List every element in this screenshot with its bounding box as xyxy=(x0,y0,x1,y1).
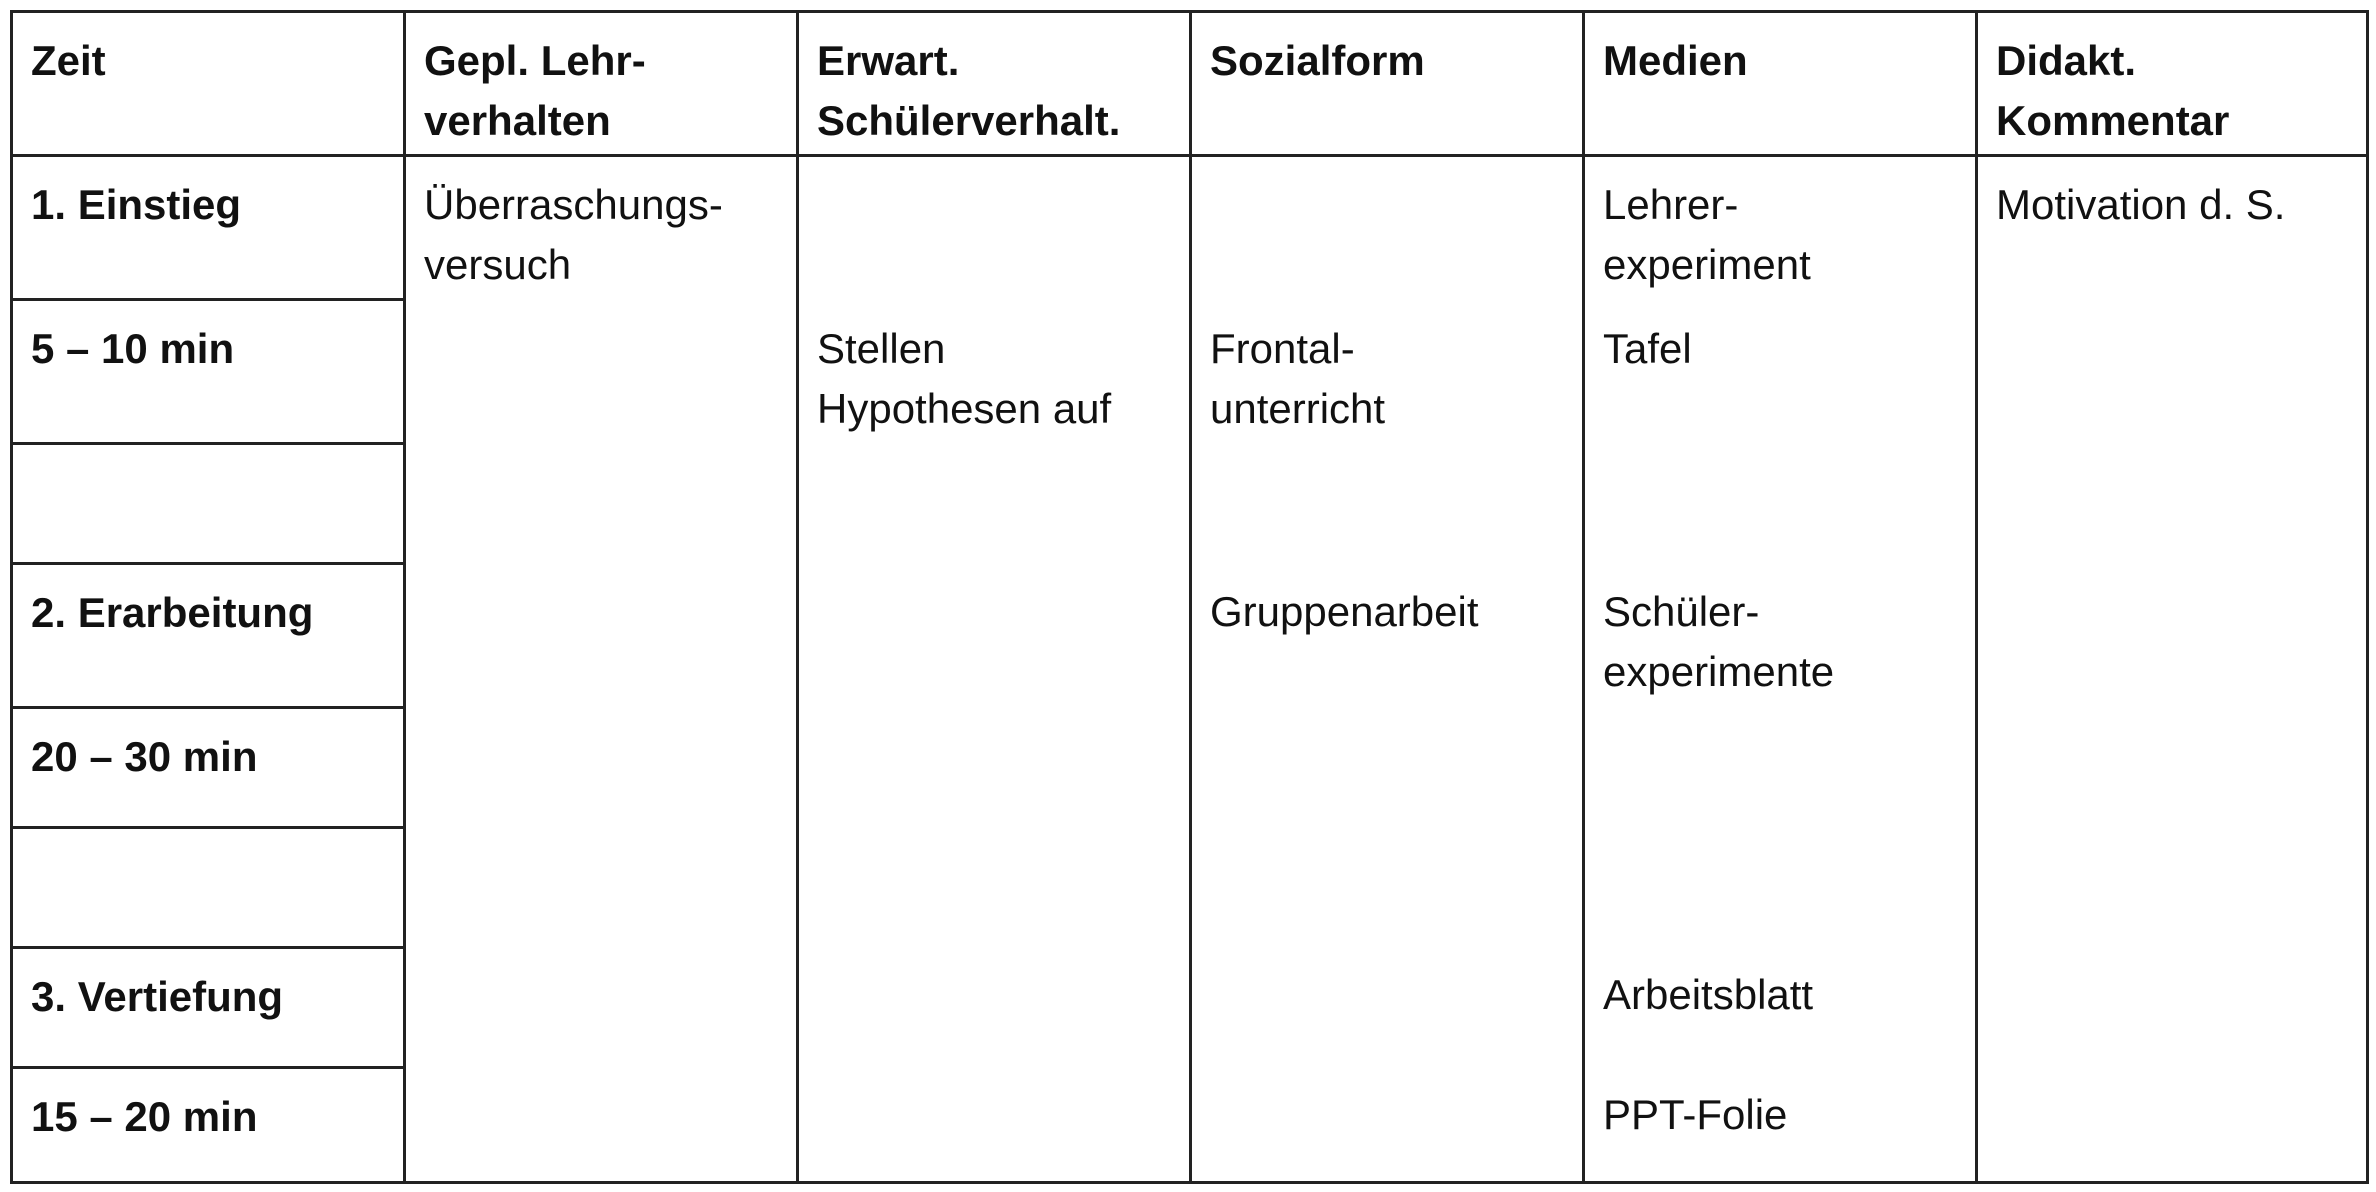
table-row: 1. Einstieg Überraschungs- versuch Stell… xyxy=(10,154,2369,1184)
table-row: 2. Erarbeitung xyxy=(10,562,2368,709)
header-sozialform: Sozialform xyxy=(1189,10,1585,157)
zeit-cell: 20 – 30 min xyxy=(10,706,406,829)
medien-column: Lehrer- experiment Tafel Schüler- experi… xyxy=(1582,154,1978,1184)
header-lehrverhalten: Gepl. Lehr- verhalten xyxy=(403,10,799,157)
zeit-cell: 5 – 10 min xyxy=(10,298,406,445)
zeit-cell xyxy=(10,442,406,565)
table-row: 3. Vertiefung xyxy=(10,946,2368,1069)
lehrverhalten-column: Überraschungs- versuch xyxy=(403,154,799,1184)
header-medien: Medien xyxy=(1582,10,1978,157)
zeit-cell: 3. Vertiefung xyxy=(10,946,406,1069)
zeit-cell xyxy=(10,826,406,949)
lesson-plan-table: Zeit Gepl. Lehr- verhalten Erwart. Schül… xyxy=(10,10,2369,1184)
header-kommentar: Didakt. Kommentar xyxy=(1975,10,2369,157)
header-zeit: Zeit xyxy=(10,10,406,157)
header-schuelerverhalten: Erwart. Schülerverhalt. xyxy=(796,10,1192,157)
zeit-cell: 1. Einstieg xyxy=(10,154,406,301)
table-row: 15 – 20 min xyxy=(10,1066,2368,1184)
schuelerverhalten-column: Stellen Hypothesen auf xyxy=(796,154,1192,1184)
table-row xyxy=(10,442,2368,565)
table-row: 5 – 10 min xyxy=(10,298,2368,445)
table-row xyxy=(10,826,2368,949)
zeit-cell: 2. Erarbeitung xyxy=(10,562,406,709)
table-header-row: Zeit Gepl. Lehr- verhalten Erwart. Schül… xyxy=(10,10,2369,157)
table-row: 20 – 30 min xyxy=(10,706,2368,829)
kommentar-column: Motivation d. S. xyxy=(1975,154,2369,1184)
sozialform-column: Frontal- unterricht Gruppenarbeit xyxy=(1189,154,1585,1184)
zeit-cell: 15 – 20 min xyxy=(10,1066,406,1184)
